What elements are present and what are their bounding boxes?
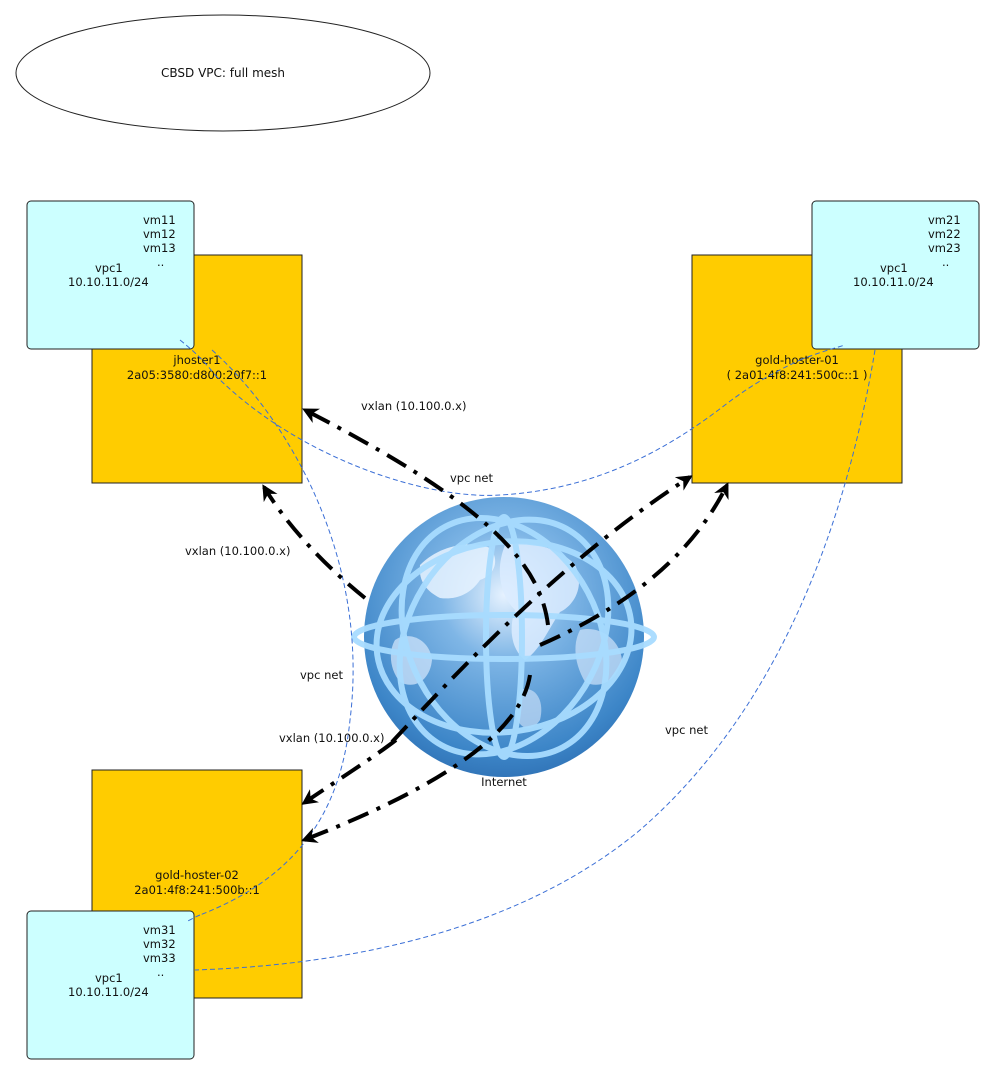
host-name: gold-hoster-01	[755, 353, 839, 367]
vpc-net: 10.10.11.0/24	[853, 275, 934, 289]
vxlan-label-top: vxlan (10.100.0.x)	[361, 399, 466, 413]
vpc-net: 10.10.11.0/24	[68, 985, 149, 999]
host-address: ( 2a01:4f8:241:500c::1 )	[727, 368, 868, 382]
vpc-name: vpc1	[95, 971, 123, 985]
vpc-box-gold-hoster-01: vm21 vm22 vm23 .. vpc1 10.10.11.0/24	[811, 200, 980, 350]
diagram-title: CBSD VPC: full mesh	[161, 66, 285, 80]
vxlan-line-jhoster1-top	[302, 408, 550, 626]
vm-label: vm22	[928, 227, 961, 241]
vm-ellipsis: ..	[942, 255, 949, 269]
vm-ellipsis: ..	[157, 965, 164, 979]
vpc-name: vpc1	[95, 261, 123, 275]
vm-label: vm21	[928, 213, 961, 227]
vm-label: vm33	[143, 951, 176, 965]
host-name: gold-hoster-02	[155, 868, 239, 882]
vpc-name: vpc1	[880, 261, 908, 275]
host-gold-hoster-02: gold-hoster-02 2a01:4f8:241:500b::1	[91, 769, 303, 999]
vxlan-line-gold02-a	[301, 738, 398, 805]
host-address: 2a01:4f8:241:500b::1	[134, 883, 260, 897]
vm-label: vm32	[143, 937, 176, 951]
vpc-box-gold-hoster-02: vm31 vm32 vm33 .. vpc1 10.10.11.0/24	[26, 910, 195, 1060]
internet-label: Internet	[481, 775, 527, 789]
vm-label: vm23	[928, 241, 961, 255]
vpc-net-line-top-start	[179, 339, 216, 376]
host-address: 2a05:3580:d800:20f7::1	[127, 368, 267, 382]
vpc-net-line-right	[194, 349, 876, 971]
vpc-net-line-left-end	[185, 914, 201, 923]
vm-label: vm31	[143, 923, 176, 937]
vxlan-links	[262, 408, 729, 843]
vm-ellipsis: ..	[157, 255, 164, 269]
vpc-net-line-top-end	[799, 344, 846, 361]
vm-label: vm13	[143, 241, 176, 255]
vpc-net-label-left: vpc net	[300, 668, 343, 682]
vxlan-label-left: vxlan (10.100.0.x)	[185, 544, 290, 558]
vpc-net: 10.10.11.0/24	[68, 275, 149, 289]
vxlan-label-bottom: vxlan (10.100.0.x)	[279, 731, 384, 745]
vxlan-line-gold02-b	[301, 674, 532, 843]
vpc-net-label-right: vpc net	[665, 723, 708, 737]
host-name: jhoster1	[172, 353, 220, 367]
vpc-net-overlays	[179, 339, 846, 923]
vm-label: vm12	[143, 227, 176, 241]
vm-label: vm11	[143, 213, 176, 227]
vpc-net-line-left	[199, 349, 354, 916]
vxlan-line-jhoster1-left	[262, 484, 367, 600]
vxlan-line-gold01-b	[539, 482, 729, 647]
title-ellipse: CBSD VPC: full mesh	[15, 14, 431, 132]
vpc-net-label-top: vpc net	[450, 471, 493, 485]
vpc-net-links	[194, 349, 876, 971]
vpc-box-jhoster1: vm11 vm12 vm13 .. vpc1 10.10.11.0/24	[26, 200, 195, 350]
vpc-net-line-top	[214, 359, 801, 496]
internet-globe-icon: Internet	[351, 497, 657, 789]
